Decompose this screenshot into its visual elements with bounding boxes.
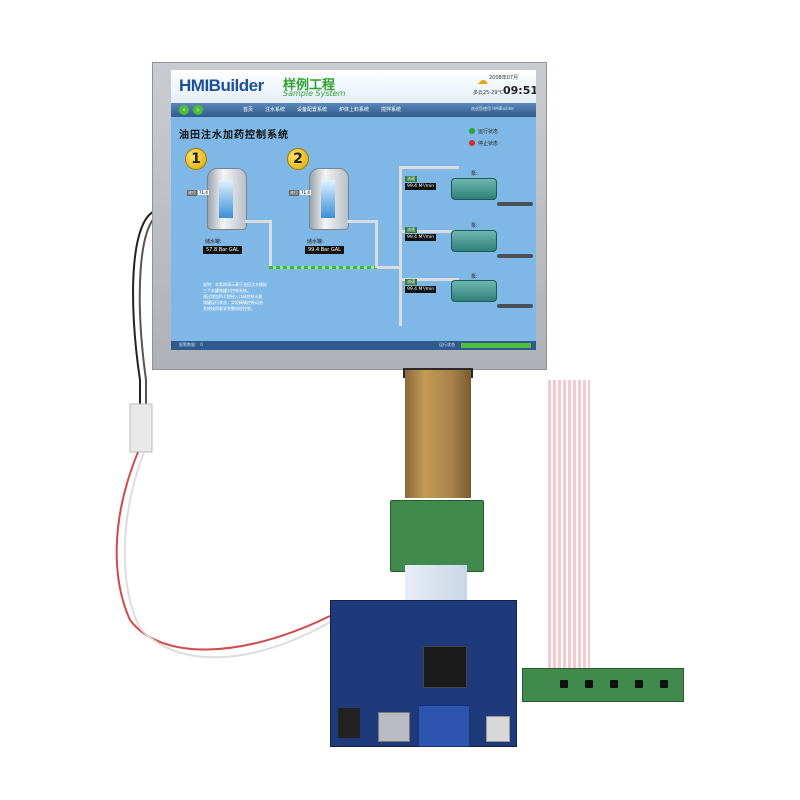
pump-outlet — [497, 304, 533, 308]
nav-item-water-injection[interactable]: 注水系统 — [265, 107, 286, 113]
description-line: 系统按照要求完整流程控制。 — [203, 306, 255, 311]
keypad-button[interactable] — [560, 680, 568, 688]
page-title: 油田注水加药控制系统 — [179, 130, 289, 141]
pump-2[interactable] — [451, 230, 497, 252]
pipe — [375, 220, 378, 268]
pump-reading: 99.4 M³/min — [405, 234, 437, 241]
tank-reading: 99.4 Bar GAL — [305, 246, 344, 254]
pump-flow-tag: 流速 — [405, 227, 417, 233]
nav-item-equipment-config[interactable]: 设备配置系统 — [297, 107, 328, 113]
manifold-pipe — [399, 166, 402, 326]
vga-port — [418, 705, 470, 747]
pump-outlet — [497, 202, 533, 206]
nav-welcome-note: 欢迎您使用 HMIBuilder — [471, 106, 515, 111]
forward-button[interactable]: › — [193, 105, 203, 115]
tank-level-indicator — [321, 180, 335, 218]
pipe — [399, 230, 459, 233]
pump-reading: 99.4 M³/min — [405, 183, 437, 190]
pump-label: 泵: — [471, 223, 478, 229]
tank-name: 储水罐: — [307, 239, 324, 245]
tank-number-badge: 2 — [287, 148, 309, 170]
hmi-header: HMIBuilder 样例工程 Sample System ☁ 2008年07月… — [171, 70, 536, 103]
stopped-status-dot — [469, 140, 475, 146]
header-temperature: 多云25-29°C — [473, 90, 504, 96]
tank-name: 储水罐: — [205, 239, 222, 245]
hmi-screen: HMIBuilder 样例工程 Sample System ☁ 2008年07月… — [171, 70, 536, 350]
nav-item-mixing[interactable]: 搅拌系统 — [381, 107, 402, 113]
weather-cloud-icon: ☁ — [477, 74, 488, 87]
nav-bar: ‹ › 首页 注水系统 设备配置系统 炉体上料系统 搅拌系统 欢迎您使用 HMI… — [171, 103, 536, 117]
description-line: 三个水罐储罐对控制系统。 — [203, 288, 251, 293]
nav-item-furnace-feed[interactable]: 炉体上料系统 — [339, 107, 370, 113]
tank-level-tag: 液位 — [289, 190, 299, 196]
pump-3[interactable] — [451, 280, 497, 302]
description-line: 说明：本案例演示基于油田注水模拟 — [203, 282, 267, 287]
keypad-button[interactable] — [585, 680, 593, 688]
description-line: 通过增加PLC控制入口阀控制水量 — [203, 294, 263, 299]
pump-1[interactable] — [451, 178, 497, 200]
logo-text: HMIBuilder — [179, 76, 264, 95]
pipe — [399, 278, 459, 281]
pump-reading: 99.4 M³/min — [405, 286, 437, 293]
status-bar: 报警数量： 0 运行状态 — [171, 341, 536, 350]
header-time: 09:51: — [503, 84, 536, 97]
pipe — [399, 166, 459, 169]
tank-level-value: 71.4 — [198, 190, 209, 195]
tank-level-value: 71.4 — [300, 190, 311, 195]
logo-subtitle: Sample System — [283, 89, 346, 98]
tank-level-tag: 液位 — [187, 190, 197, 196]
pump-outlet — [497, 254, 533, 258]
keypad-button[interactable] — [660, 680, 668, 688]
dc-power-jack — [338, 708, 360, 738]
run-status-label: 运行状态 — [439, 342, 455, 347]
alarm-count: 报警数量： 0 — [179, 342, 203, 347]
av-input-port — [486, 716, 510, 742]
tank-number-badge: 1 — [185, 148, 207, 170]
pump-label: 泵: — [471, 171, 478, 177]
logo-chinese: 样例工程 — [283, 78, 336, 93]
keypad-board — [522, 668, 684, 702]
pipe — [269, 220, 272, 268]
pump-label: 泵: — [471, 274, 478, 280]
legend-running: 运行状态 — [478, 129, 499, 135]
status-progress-bar — [461, 343, 531, 348]
back-button[interactable]: ‹ — [179, 105, 189, 115]
description-text: 说明：本案例演示基于油田注水模拟 三个水罐储罐对控制系统。 通过增加PLC控制入… — [203, 282, 313, 312]
legend-stopped: 停止状态 — [478, 141, 499, 147]
pipe — [347, 220, 375, 223]
pipe — [245, 220, 271, 223]
nav-item-home[interactable]: 首页 — [243, 107, 254, 113]
pump-flow-tag: 流速 — [405, 176, 417, 182]
fpc-flex-cable — [405, 370, 471, 498]
tank-reading: 57.8 Bar GAL — [203, 246, 242, 254]
keypad-ribbon-cable — [548, 380, 590, 672]
keypad-button[interactable] — [635, 680, 643, 688]
pump-flow-tag: 流速 — [405, 279, 417, 285]
flow-pipe — [269, 266, 379, 269]
hdmi-port — [378, 712, 410, 742]
pipe — [377, 266, 401, 269]
header-date: 2008年07月 — [489, 75, 519, 81]
keypad-button[interactable] — [610, 680, 618, 688]
description-line: 储罐运行状态，实现精确控制动态 — [203, 300, 263, 305]
controller-chip — [423, 646, 467, 688]
tank-level-indicator — [219, 180, 233, 218]
running-status-dot — [469, 128, 475, 134]
adapter-board — [390, 500, 484, 572]
